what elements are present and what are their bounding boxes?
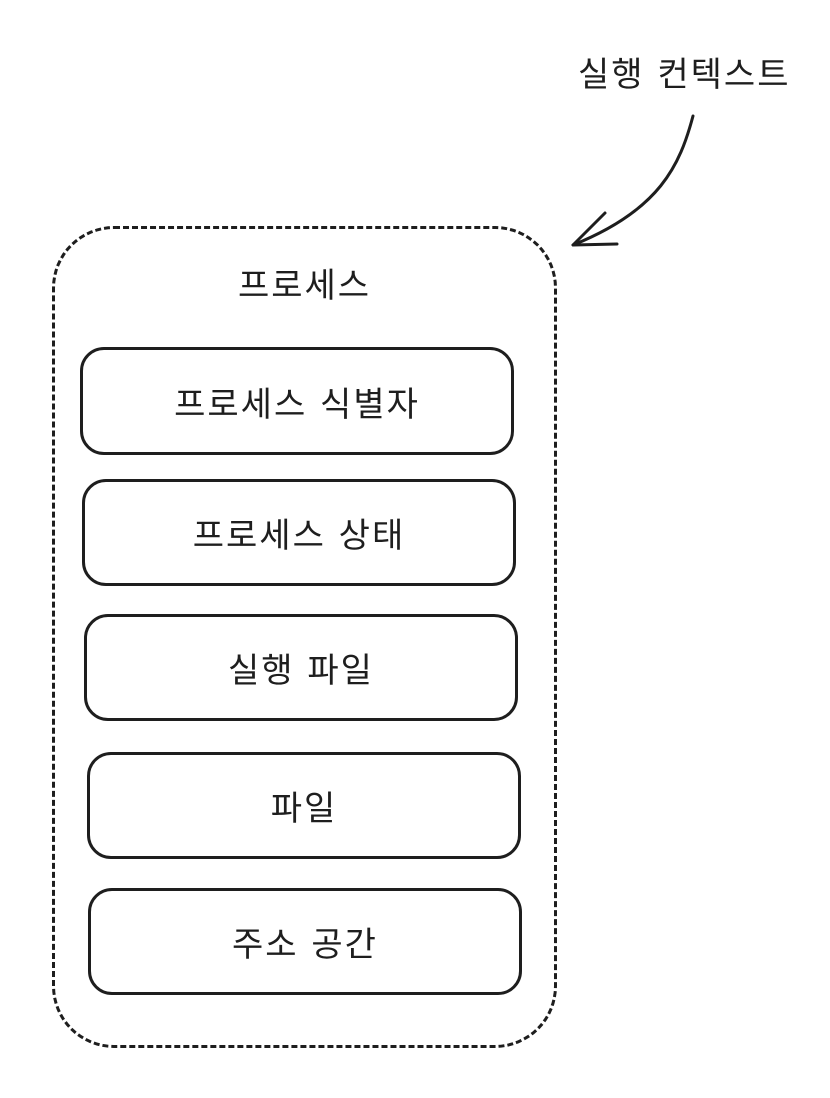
- executable-file-label: 실행 파일: [228, 651, 374, 691]
- process-id-box: 프로세스 식별자: [80, 347, 514, 455]
- process-container: 프로세스: [52, 226, 557, 1048]
- process-state-box: 프로세스 상태: [82, 479, 516, 586]
- executable-file-box: 실행 파일: [84, 614, 518, 721]
- process-id-label: 프로세스 식별자: [174, 384, 420, 425]
- file-label: 파일: [270, 789, 338, 829]
- address-space-box: 주소 공간: [88, 888, 522, 995]
- address-space-label: 주소 공간: [232, 925, 378, 965]
- process-state-label: 프로세스 상태: [192, 516, 406, 556]
- file-box: 파일: [87, 752, 521, 859]
- execution-context-label: 실행 컨텍스트: [578, 55, 791, 95]
- process-title: 프로세스: [237, 266, 372, 306]
